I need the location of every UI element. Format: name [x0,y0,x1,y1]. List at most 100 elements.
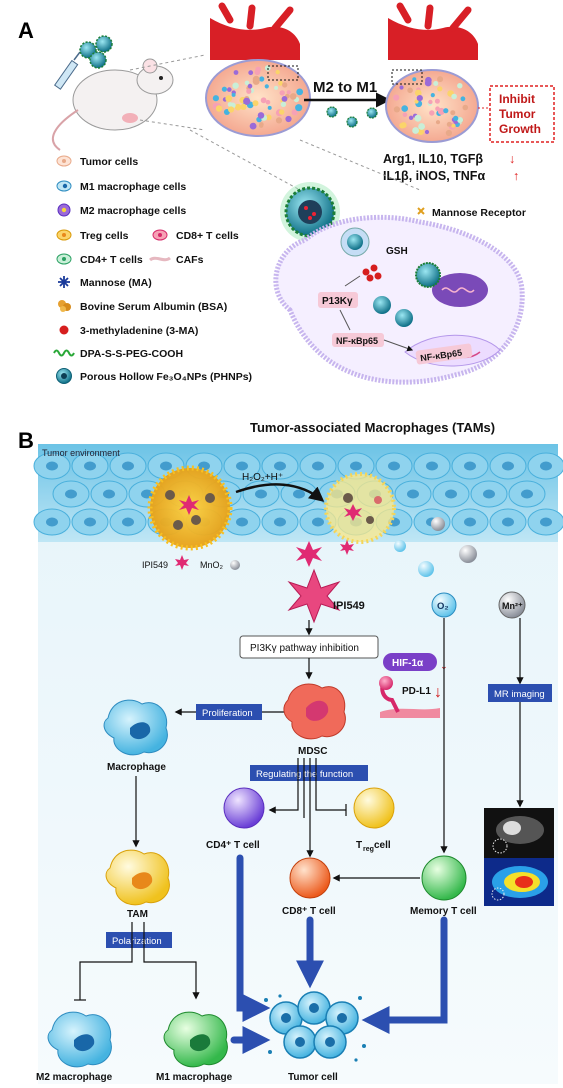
mouse-illustration [52,58,174,151]
mn2-label: Mn²⁺ [502,601,523,611]
p13k-label: P13Kγ [322,296,353,307]
proliferation-label: Proliferation [202,708,253,719]
polarization-box [106,932,172,948]
treg-label-sub: reg [363,846,374,853]
outcome-line-1: Inhibit [499,92,535,106]
m2-macrophage-label: M2 macrophage [36,1072,113,1083]
m2-to-m1-label: M2 to M1 [313,79,377,96]
syringe-icon [53,51,81,90]
ipi549-icon [287,568,341,624]
ipi549-label: IPI549 [333,600,365,612]
mr-image-panel [484,808,554,906]
treg-cell-icon [56,229,72,241]
legend-label: 3-methyladenine (3-MA) [80,325,198,337]
mannose-receptor-icon [417,207,425,215]
treg-cell-icon [353,787,395,829]
floating-nanoparticles [326,106,378,128]
pi3k-inhibition-label: PI3Kγ pathway inhibition [250,643,359,654]
nanocomposite-before-illustration [147,465,233,551]
m2-macrophage-icon [57,203,71,217]
mr-imaging-box [488,684,552,702]
legend-label: M1 macrophage cells [80,181,186,193]
bsa-icon [58,300,71,312]
polarization-branches [74,922,200,1001]
treg-label-main: T [356,840,362,851]
thick-blue-arrows [230,854,448,1054]
panel-a-letter: A [18,18,34,43]
cd8-t-cell-icon [289,857,331,899]
ipi549-small-icon [175,555,189,570]
legend-label: CD8+ T cells [176,230,239,242]
regulating-box [250,765,368,781]
legend-label: Treg cells [80,230,129,242]
nfkb-label-1: NF-κBp65 [336,336,378,346]
caf-icon [149,256,171,262]
tumor-cell-cluster-icon [264,991,366,1062]
tumor-after-illustration [385,2,479,143]
mdsc-label: MDSC [298,746,327,757]
phnp-icon [56,368,72,384]
mno2-label: MnO₂ [200,560,224,570]
cd8-t-cell-label: CD8⁺ T cell [282,906,336,917]
inhibit-tumor-growth-box: Inhibit Tumor Growth [489,85,555,143]
legend-label: CAFs [176,254,204,266]
m1-macrophage-label: M1 macrophage [156,1072,233,1083]
macrophage-cell-illustration [273,214,525,385]
polarization-label: Polarization [112,936,162,947]
legend-label: Tumor cells [80,156,138,168]
pd-l1-label: PD-L1 [402,686,431,697]
up-arrow-icon: ↑ [513,169,519,183]
legend-label: Bovine Serum Albumin (BSA) [80,301,227,313]
m1-macrophage-icon [56,180,72,192]
big-nanoparticle-illustration [280,182,340,242]
legend: Tumor cells M1 macrophage cells M2 macroph… [53,155,252,384]
tumor-cell-label: Tumor cell [288,1072,338,1083]
pdl1-down-arrow-icon: ↓ [434,684,442,701]
mannose-receptor-label: Mannose Receptor [432,207,526,219]
proliferation-box [196,704,262,720]
mno2-icon [230,560,240,570]
pd-l1-illustration [379,676,440,718]
hif-1a-badge [383,653,437,671]
tumor-before-illustration [205,2,311,137]
released-particles [296,517,477,577]
dpa-peg-icon [53,349,75,357]
tam-cell-icon [105,849,170,906]
mdsc-cell-icon [283,683,346,740]
mdsc-branches [268,758,347,858]
treg-label-tail: cell [374,840,391,851]
legend-label: Porous Hollow Fe₃O₄NPs (PHNPs) [80,371,252,383]
memory-t-cell-label: Memory T cell [410,906,477,917]
panel-b-letter: B [18,428,34,453]
legend-label: CD4+ T cells [80,254,143,266]
reaction-label: H₂O₂+H⁺ [242,472,283,483]
3ma-icon [59,325,69,335]
macrophage-cell-icon [103,699,168,756]
outcome-line-3: Growth [499,122,541,136]
nanoparticle-cluster-icon [79,35,113,69]
gsh-label: GSH [386,246,408,257]
tumor-cell-icon [56,155,72,167]
tam-label: TAM [127,909,148,920]
cd8-cell-icon [152,229,168,241]
o2-icon [431,592,457,618]
mannose-icon [58,276,70,288]
reaction-arrow [235,483,325,502]
down-arrow-icon: ↓ [509,152,515,166]
markers-down-text: Arg1, IL10, TGFβ [383,152,483,166]
mr-imaging-label: MR imaging [494,689,545,700]
legend-label: Mannose (MA) [80,277,152,289]
cd4-t-cell-icon [223,787,265,829]
hif-1a-label: HIF-1α [392,658,424,669]
ipi549-small-label: IPI549 [142,560,168,570]
legend-label: M2 macrophage cells [80,205,186,217]
mn2-icon [498,591,526,619]
m1-macrophage-icon [163,1011,228,1068]
markers-up-text: IL1β, iNOS, TNFα [383,169,485,183]
panel-b-title: Tumor-associated Macrophages (TAMs) [250,420,496,435]
tumor-environment-label: Tumor environment [42,448,120,458]
macrophage-label: Macrophage [107,762,166,773]
memory-t-cell-icon [421,855,467,901]
nanocomposite-after-illustration [324,472,396,544]
